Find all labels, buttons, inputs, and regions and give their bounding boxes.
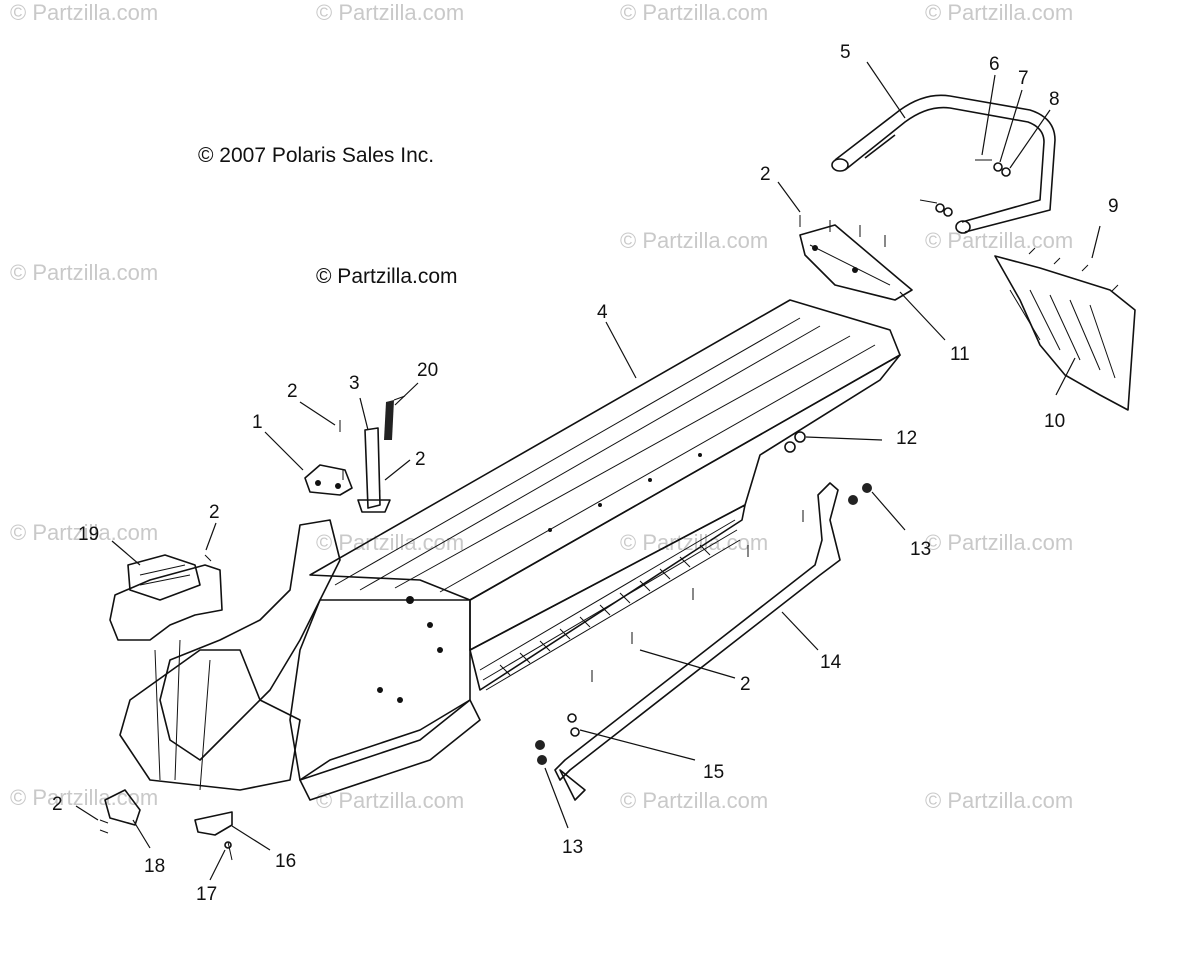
front-bracket-part-19: [109, 554, 223, 641]
callout-11: 11: [950, 344, 970, 365]
callout-19: 19: [78, 524, 99, 545]
snowflap-part-10: [994, 255, 1136, 411]
watermark: © Partzilla.com: [925, 0, 1073, 25]
copyright-text: © 2007 Polaris Sales Inc.: [198, 144, 434, 167]
watermark: © Partzilla.com: [925, 228, 1073, 253]
callout-15: 15: [703, 762, 724, 783]
callout-6: 6: [989, 54, 1000, 75]
callout-16: 16: [275, 851, 296, 872]
callout-2: 2: [740, 674, 751, 695]
watermark: © Partzilla.com: [620, 788, 768, 813]
callout-1: 1: [252, 412, 263, 433]
callout-2: 2: [287, 381, 298, 402]
watermark: © Partzilla.com: [925, 530, 1073, 555]
brace-part-14: [554, 482, 841, 801]
watermark: © Partzilla.com: [10, 260, 158, 285]
screws-part-2: [99, 215, 886, 834]
callout-3: 3: [349, 373, 360, 394]
watermark-grid: © Partzilla.com © Partzilla.com © Partzi…: [10, 0, 1073, 813]
callout-5: 5: [840, 42, 851, 63]
callout-labels: 1 2 2 2 2 2 2 3 4 5 6 7 8 9 10 11 12 13 …: [52, 42, 1119, 905]
watermark: © Partzilla.com: [316, 0, 464, 25]
watermark: © Partzilla.com: [10, 0, 158, 25]
leader-lines: [75, 61, 1101, 881]
fastener-part-17: [224, 841, 233, 861]
callout-12: 12: [896, 428, 917, 449]
bracket-part-18: [104, 789, 141, 826]
callout-2: 2: [52, 794, 63, 815]
callout-2: 2: [415, 449, 426, 470]
watermark: © Partzilla.com: [316, 530, 464, 555]
tunnel-assembly: [119, 299, 901, 801]
callout-9: 9: [1108, 196, 1119, 217]
callout-2: 2: [760, 164, 771, 185]
watermark: © Partzilla.com: [316, 788, 464, 813]
callout-2: 2: [209, 502, 220, 523]
hardware-parts-6-8: [919, 159, 1011, 217]
watermark: © Partzilla.com: [10, 785, 158, 810]
callout-13: 13: [910, 539, 931, 560]
callout-8: 8: [1049, 89, 1060, 110]
grab-bar-part-5: [831, 94, 1056, 234]
strap-part-20: [384, 395, 406, 440]
strap-part-3: [357, 427, 391, 513]
clip-part-16: [194, 811, 233, 836]
watermark: © Partzilla.com: [620, 0, 768, 25]
callout-20: 20: [417, 360, 438, 381]
callout-4: 4: [597, 302, 608, 323]
callout-18: 18: [144, 856, 165, 877]
rear-bracket-part-11: [799, 224, 913, 301]
callout-13: 13: [562, 837, 583, 858]
rivets-part-9: [1028, 247, 1119, 292]
callout-7: 7: [1018, 68, 1029, 89]
bracket-part-1: [304, 464, 353, 496]
callout-17: 17: [196, 884, 217, 905]
callout-14: 14: [820, 652, 842, 673]
watermark: © Partzilla.com: [620, 228, 768, 253]
hardware-parts-12-13-15: [535, 431, 872, 765]
callout-10: 10: [1044, 411, 1065, 432]
watermark: © Partzilla.com: [10, 520, 158, 545]
center-watermark: © Partzilla.com: [316, 265, 458, 288]
tunnel-mesh: [479, 519, 741, 691]
watermark: © Partzilla.com: [925, 788, 1073, 813]
